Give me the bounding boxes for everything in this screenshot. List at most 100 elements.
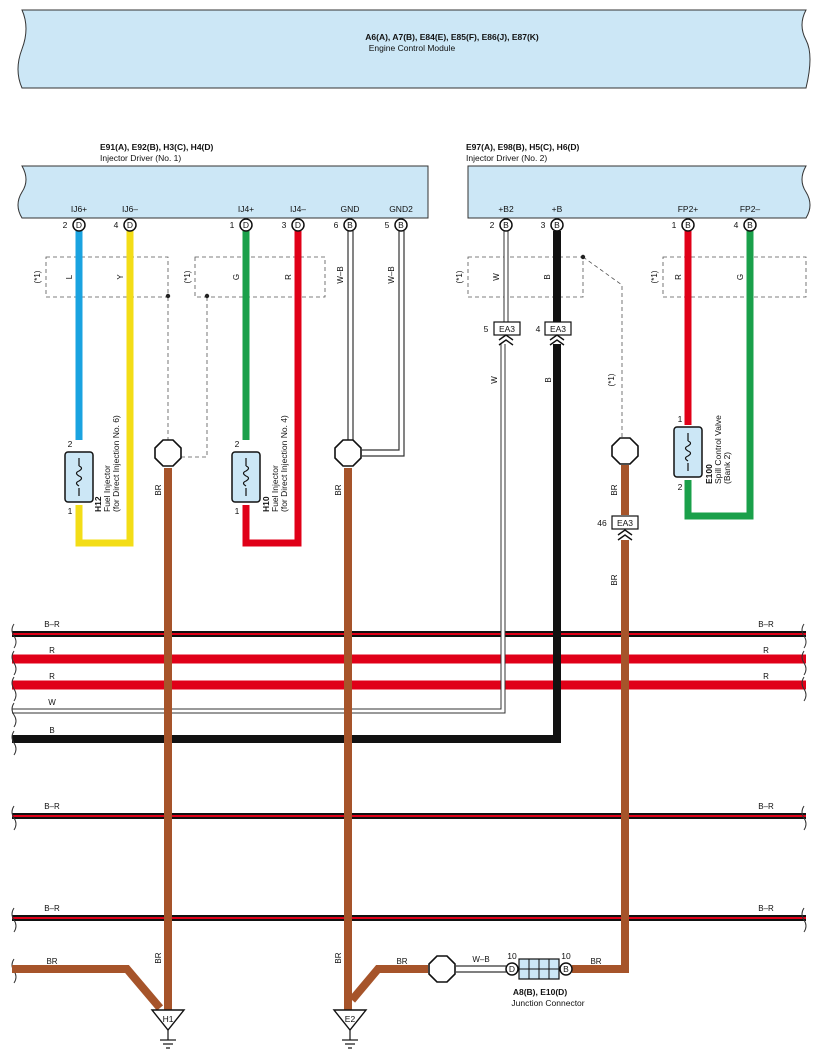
svg-text:4: 4 [536,324,541,334]
svg-text:5: 5 [484,324,489,334]
wire-label-br-4: BR [610,574,619,585]
svg-text:D: D [295,220,301,230]
svg-text:D: D [76,220,82,230]
shield-note-1: (*1) [33,270,42,283]
wire-label-wb-3: W–B [472,955,489,964]
wire-label-r: R [284,274,293,280]
bus-label-br-2r: B–R [758,802,774,811]
pin-ij6m: D 4 [114,218,137,232]
svg-text:1: 1 [68,506,73,516]
svg-text:B: B [685,220,691,230]
svg-text:EA3: EA3 [499,324,515,334]
shield-note-5: (*1) [607,373,616,386]
svg-text:Fuel Injector: Fuel Injector [270,465,280,512]
splice-2 [334,439,362,467]
svg-text:4: 4 [734,220,739,230]
pin-ij4p: D 1 [230,218,253,232]
wire-label-br-1: BR [154,484,163,495]
svg-text:H1: H1 [163,1014,174,1024]
svg-text:Fuel Injector: Fuel Injector [102,465,112,512]
svg-text:1: 1 [230,220,235,230]
shield-boxes [45,256,807,458]
pin-label-b2: +B2 [498,204,514,214]
svg-text:4: 4 [114,220,119,230]
pin-label-gnd: GND [341,204,360,214]
h12-injector: 2 1 H12 Fuel Injector (for Direct Inject… [64,415,121,516]
pin-ij6p: D 2 [63,218,86,232]
svg-text:EA3: EA3 [550,324,566,334]
bus-label-br-1r: B–R [758,620,774,629]
wire-label-br-5: BR [154,952,163,963]
bus-label-r-2: R [49,672,55,681]
svg-text:Junction Connector: Junction Connector [511,998,584,1008]
svg-text:10: 10 [561,951,571,961]
svg-text:2: 2 [490,220,495,230]
driver1-name: Injector Driver (No. 1) [100,153,181,163]
wire-label-b-1: B [543,274,552,279]
shield-note-4: (*1) [650,270,659,283]
bus-label-b: B [49,726,54,735]
pin-fp2m: B 4 [734,218,757,232]
harness-wires [12,231,754,1011]
wire-label-br-6: BR [334,952,343,963]
svg-text:B: B [747,220,753,230]
svg-text:1: 1 [678,414,683,424]
wire-label-br-2: BR [334,484,343,495]
svg-text:D: D [243,220,249,230]
shield-note-2: (*1) [183,270,192,283]
driver1-connectors: E91(A), E92(B), H3(C), H4(D) [100,142,214,152]
wire-label-w-1: W [492,273,501,281]
driver1-box [17,165,429,219]
ground-e2: E2 [332,1009,368,1049]
driver2-name: Injector Driver (No. 2) [466,153,547,163]
pin-fp2p: B 1 [672,218,695,232]
svg-text:6: 6 [334,220,339,230]
svg-text:B: B [503,220,509,230]
pin-label-ij6p: IJ6+ [71,204,87,214]
svg-text:B: B [347,220,353,230]
svg-text:2: 2 [678,482,683,492]
svg-text:46: 46 [597,518,607,528]
pin-label-b: +B [552,204,563,214]
pin-label-ij6m: IJ6– [122,204,138,214]
svg-text:E2: E2 [345,1014,356,1024]
ea3-pin5: EA3 5 [484,321,521,346]
ea3-pin46: EA3 46 [597,515,639,541]
pin-label-gnd2: GND2 [389,204,413,214]
svg-text:(for Direct Injection No. 4): (for Direct Injection No. 4) [279,415,289,512]
driver2-connectors: E97(A), E98(B), H5(C), H6(D) [466,142,580,152]
svg-text:B: B [554,220,560,230]
coil-icon [75,465,83,487]
svg-text:Spill Control Valve: Spill Control Valve [713,415,723,484]
pin-gnd: B 6 [334,218,357,232]
wire-label-w-2: W [490,376,499,384]
wire-label-g-2: G [736,274,745,280]
wire-label-r-2: R [674,274,683,280]
bus-label-w: W [48,698,56,707]
pin-label-fp2m: FP2– [740,204,761,214]
junction-connector: D 10 B 10 A8(B), E10(D) Junction Connect… [505,951,585,1008]
wire-label-br-8: BR [396,957,407,966]
svg-text:5: 5 [385,220,390,230]
splice-1 [154,439,182,467]
splices [154,437,639,983]
bus-label-r-2r: R [763,672,769,681]
ecm-connectors: A6(A), A7(B), E84(E), E85(F), E86(J), E8… [365,32,539,42]
driver-pins: D 2 D 4 D 1 D 3 B 6 B 5 B [63,218,757,232]
wire-label-br-7: BR [46,957,57,966]
svg-text:H12: H12 [93,496,103,512]
ea3-connectors: EA3 5 EA3 4 EA3 46 [484,321,639,541]
svg-text:3: 3 [541,220,546,230]
pin-ij4m: D 3 [282,218,305,232]
svg-text:E100: E100 [704,464,714,484]
bus-label-br-2: B–R [44,802,60,811]
pin-label-fp2p: FP2+ [678,204,699,214]
splice-4 [428,955,456,983]
shield-note-3: (*1) [455,270,464,283]
svg-text:A8(B), E10(D): A8(B), E10(D) [513,987,567,997]
pin-gnd2: B 5 [385,218,408,232]
driver2-box [467,165,811,219]
svg-text:EA3: EA3 [617,518,633,528]
bus-label-br-1: B–R [44,620,60,629]
